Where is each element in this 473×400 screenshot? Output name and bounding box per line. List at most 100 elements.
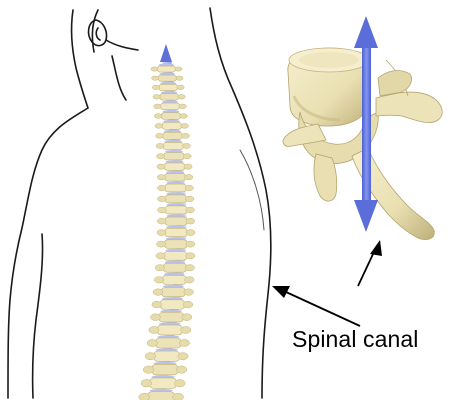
vertebra: [161, 287, 186, 296]
transverse-process: [179, 104, 186, 109]
arrow-up-icon: [354, 16, 378, 48]
transverse-process: [177, 85, 184, 89]
transverse-process: [186, 218, 195, 224]
transverse-process: [154, 114, 162, 119]
transverse-process: [182, 143, 190, 148]
vertebra: [164, 240, 187, 249]
transverse-process: [155, 123, 163, 128]
transverse-process: [154, 104, 161, 109]
transverse-process: [176, 366, 187, 373]
ear-outline: [89, 20, 107, 46]
transverse-process: [157, 164, 165, 169]
vertebra: [164, 153, 185, 160]
vertebra: [160, 300, 185, 310]
transverse-process: [182, 314, 192, 321]
vertebra: [147, 392, 175, 400]
transverse-process: [149, 327, 159, 334]
transverse-process: [157, 185, 165, 190]
transverse-process: [156, 133, 164, 138]
transverse-process: [183, 301, 193, 308]
vertebra: [155, 338, 181, 348]
transverse-process: [185, 196, 194, 202]
transverse-process: [174, 379, 185, 386]
vertebra: [164, 173, 185, 181]
vertebra: [160, 103, 179, 110]
transverse-process: [183, 154, 191, 159]
transverse-process: [150, 314, 160, 321]
transverse-process: [139, 393, 150, 400]
transverse-process: [158, 196, 167, 202]
transverse-process: [157, 230, 166, 236]
pointer-arrow-left: [272, 286, 360, 326]
vertebra: [165, 217, 188, 225]
transverse-process: [143, 366, 154, 373]
transverse-process: [152, 301, 162, 308]
vertebra: [151, 364, 178, 374]
transverse-process: [157, 241, 166, 247]
transverse-process: [151, 67, 158, 71]
vertebra: [158, 312, 183, 322]
vertebra: [160, 94, 179, 100]
transverse-process: [155, 265, 164, 271]
transverse-process: [156, 143, 164, 148]
transverse-process: [176, 76, 183, 80]
transverse-process: [175, 67, 182, 71]
head-outline: [72, 10, 88, 108]
transverse-process: [186, 241, 195, 247]
transverse-process: [186, 230, 195, 236]
vertebra: [153, 351, 180, 361]
vertebra: [157, 66, 175, 72]
body-outline: [8, 8, 271, 398]
transverse-process: [185, 185, 193, 190]
transverse-process: [181, 123, 189, 128]
vertebra: [159, 84, 178, 90]
vertebra: [162, 132, 182, 139]
transverse-process: [157, 154, 165, 159]
arrow-down-icon: [354, 200, 378, 232]
vertebra: [164, 251, 188, 260]
transverse-process: [152, 76, 159, 80]
transverse-process: [178, 95, 185, 100]
spinal-canal-label: Spinal canal: [292, 326, 419, 353]
transverse-process: [157, 207, 166, 213]
vertebra: [162, 275, 186, 284]
transverse-process: [147, 339, 157, 346]
vertebra: [161, 113, 181, 120]
transverse-process: [178, 353, 188, 360]
transverse-process: [182, 133, 190, 138]
transverse-process-right: [376, 92, 442, 122]
transverse-process: [186, 207, 195, 213]
transverse-process: [156, 253, 165, 259]
transverse-process: [184, 164, 192, 169]
vertebra: [164, 163, 185, 171]
transverse-process: [181, 327, 191, 334]
transverse-process: [186, 253, 195, 259]
transverse-process: [154, 277, 164, 283]
vertebra: [165, 184, 187, 192]
vertebra: [162, 122, 182, 129]
transverse-process: [153, 289, 163, 296]
transverse-process: [179, 339, 189, 346]
transverse-process: [141, 379, 152, 386]
transverse-process: [184, 289, 194, 296]
transverse-process: [185, 175, 193, 180]
vertebra: [165, 228, 188, 236]
transverse-process: [153, 95, 160, 100]
arrow-up-icon: [160, 44, 172, 62]
vertebra: [165, 206, 187, 214]
transverse-process: [185, 277, 195, 283]
transverse-process: [180, 114, 188, 119]
vertebra: [158, 75, 176, 81]
vertebra: [157, 325, 183, 335]
transverse-process: [152, 85, 159, 89]
pointer-arrow-up: [358, 240, 382, 286]
transverse-process: [185, 265, 194, 271]
vertebral-column: [139, 63, 195, 400]
vertebra: [163, 263, 187, 272]
transverse-process: [173, 393, 184, 400]
transverse-process: [157, 218, 166, 224]
transverse-process: [145, 353, 155, 360]
vertebra: [149, 378, 176, 389]
transverse-process: [157, 175, 165, 180]
vertebra: [165, 195, 187, 203]
